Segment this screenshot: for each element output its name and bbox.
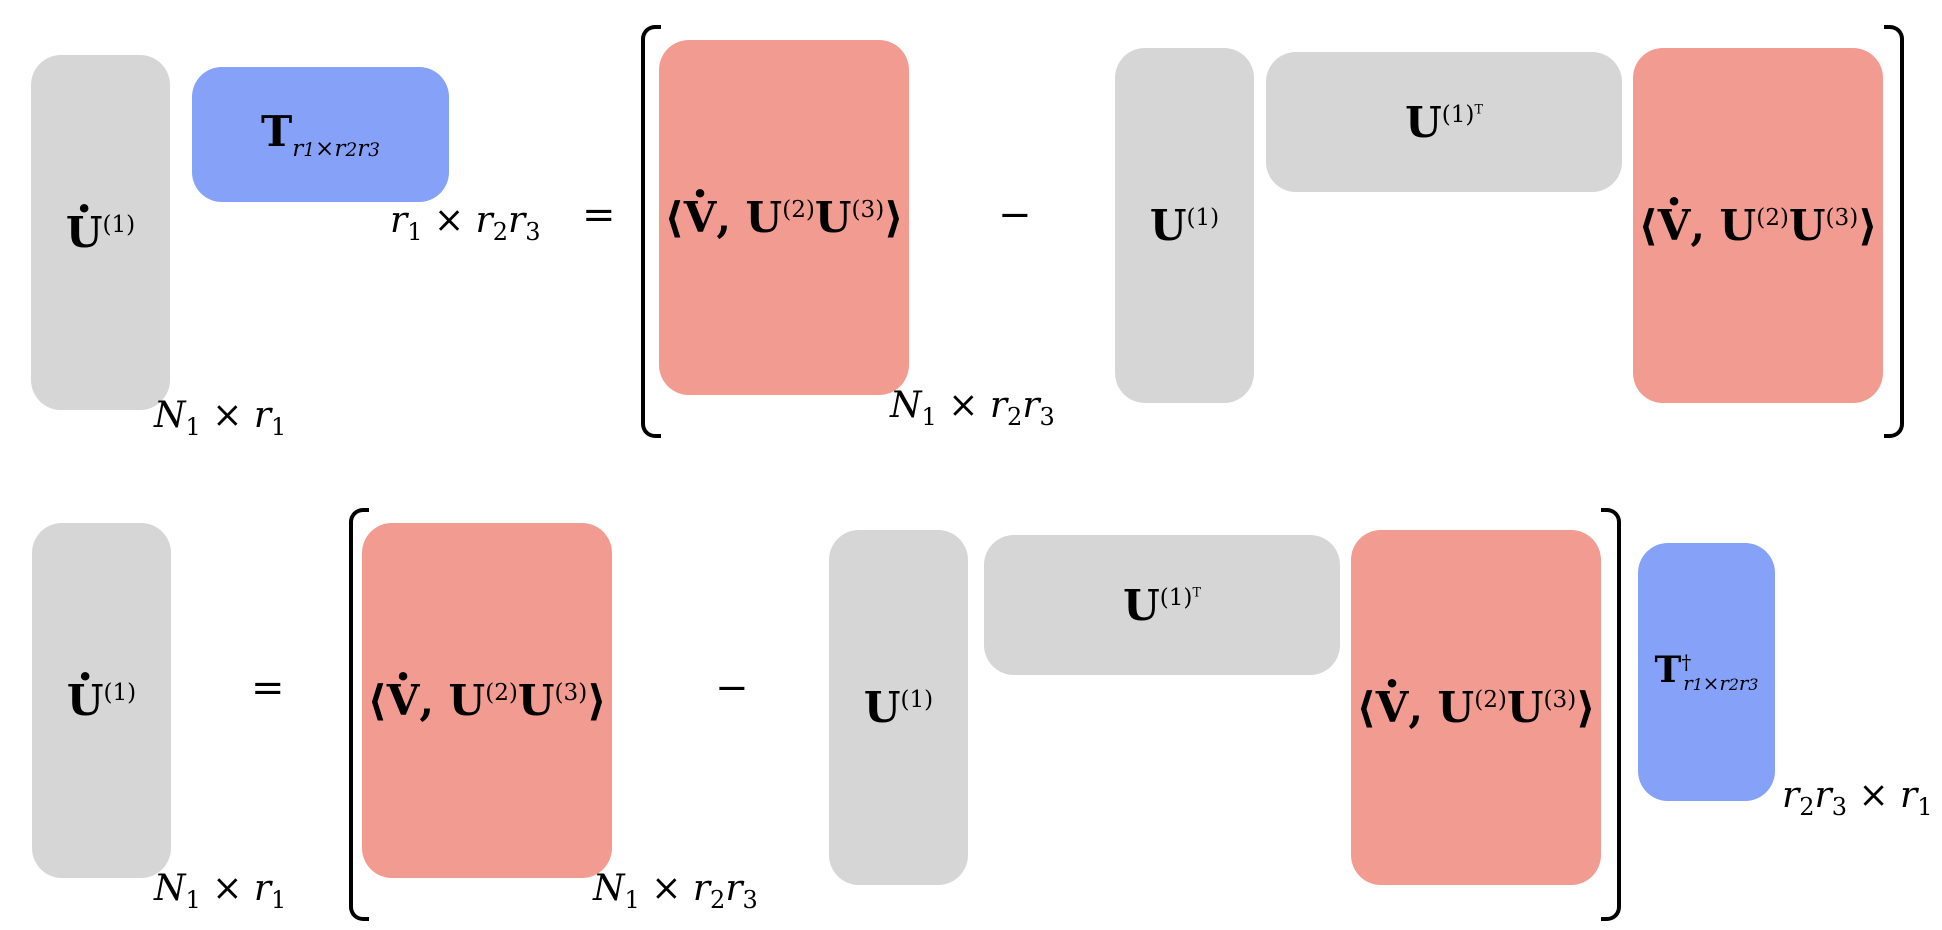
projection-label: ⟨V, U(2)U(3)⟩ <box>1639 201 1878 250</box>
projection-label: ⟨V, U(2)U(3)⟩ <box>1357 683 1596 732</box>
equals-sign-top: = <box>582 192 616 238</box>
u-dot-matrix-top: U(1) <box>31 55 170 410</box>
minus-sign-top: − <box>998 192 1032 238</box>
projection-matrix-bottom-1: ⟨V, U(2)U(3)⟩ <box>362 523 612 878</box>
u-transpose-label: U(1)T <box>1405 97 1483 147</box>
bracket-left-top <box>641 25 661 438</box>
u-transpose-matrix-bottom: U(1)T <box>984 535 1340 675</box>
u-matrix-top: U(1) <box>1115 48 1254 403</box>
t-dagger-label: T†r1×r2r3 <box>1654 648 1759 696</box>
lhs-dim-top: N1 × r1 <box>154 395 287 442</box>
projection-matrix-top-1: ⟨V, U(2)U(3)⟩ <box>659 40 909 395</box>
t-label: Tr1×r2r3 <box>260 107 381 162</box>
projection-matrix-top-2: ⟨V, U(2)U(3)⟩ <box>1633 48 1883 403</box>
projection-dim-top: N1 × r2r3 <box>890 385 1055 432</box>
t-matrix-top: Tr1×r2r3 <box>192 67 449 202</box>
projection-dim-bottom: N1 × r2r3 <box>593 868 758 915</box>
minus-sign-bottom: − <box>715 665 749 711</box>
u-label: U(1) <box>1149 201 1220 250</box>
u-dot-label: U(1) <box>67 676 136 725</box>
u-dot-matrix-bottom: U(1) <box>32 523 171 878</box>
t-pseudoinverse-matrix: T†r1×r2r3 <box>1638 543 1775 801</box>
u-matrix-bottom: U(1) <box>829 530 968 885</box>
projection-label: ⟨V, U(2)U(3)⟩ <box>665 193 904 242</box>
u-transpose-label: U(1)T <box>1123 580 1201 630</box>
u-label: U(1) <box>863 683 934 732</box>
projection-matrix-bottom-2: ⟨V, U(2)U(3)⟩ <box>1351 530 1601 885</box>
bracket-right-bottom <box>1601 508 1621 921</box>
bracket-right-top <box>1884 25 1904 438</box>
t-dim-top: r1 × r2r3 <box>390 200 541 247</box>
t-dagger-dim: r2r3 × r1 <box>1782 775 1933 822</box>
equals-sign-bottom: = <box>251 665 285 711</box>
u-dot-label: U(1) <box>66 208 135 257</box>
lhs-dim-bottom: N1 × r1 <box>154 868 287 915</box>
u-transpose-matrix-top: U(1)T <box>1266 52 1622 192</box>
projection-label: ⟨V, U(2)U(3)⟩ <box>368 676 607 725</box>
bracket-left-bottom <box>349 508 369 921</box>
